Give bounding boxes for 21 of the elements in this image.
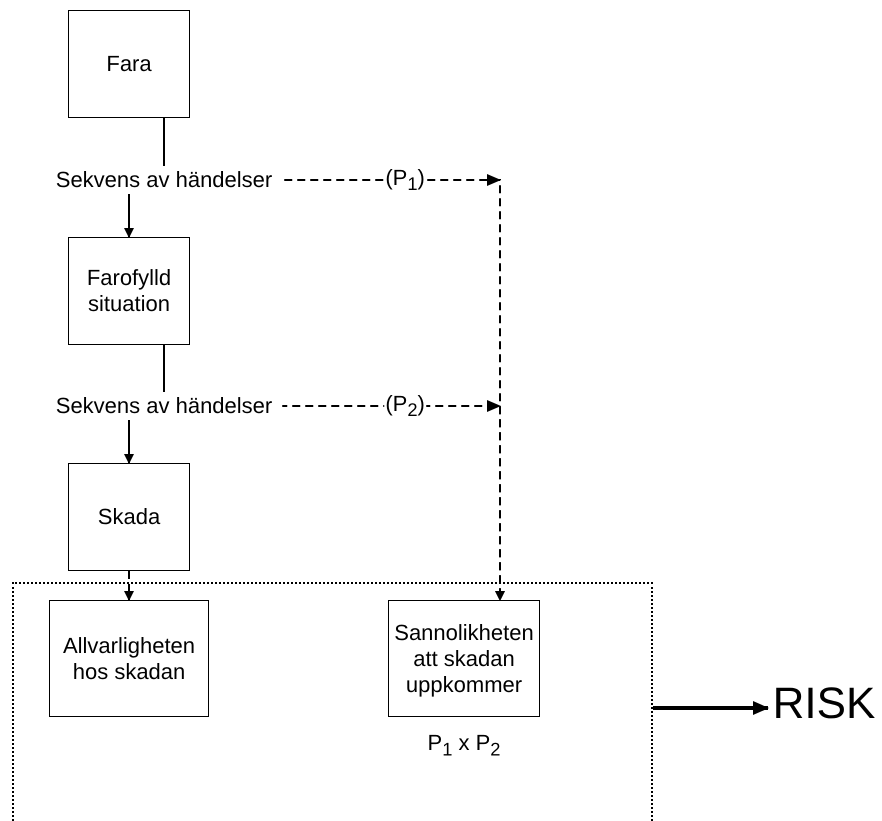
arrow — [124, 420, 134, 464]
dashed-arrow — [282, 400, 505, 600]
step-label: Sekvens av händelser — [56, 167, 272, 193]
box-text: Allvarligheten hos skadan — [62, 632, 196, 684]
process-box — [68, 237, 190, 345]
process-box — [68, 10, 190, 118]
connector-line — [163, 345, 165, 392]
dashed-arrow — [124, 571, 134, 601]
result-label: RISK — [772, 679, 876, 729]
connector-line — [163, 118, 165, 166]
arrow — [653, 701, 769, 715]
process-box — [49, 600, 209, 717]
formula-label: P$_{1}$ x P$_{2}$ — [428, 730, 500, 755]
arrow — [124, 194, 134, 238]
box-text: Fara — [106, 51, 152, 77]
box-text: Farofylld situation — [86, 265, 172, 317]
box-text: Sannolikheten att skadan uppkommer — [393, 620, 535, 698]
box-text: Skada — [98, 504, 160, 530]
dotted-group-frame — [12, 582, 653, 821]
process-box — [68, 463, 190, 571]
step-label: Sekvens av händelser — [56, 393, 272, 419]
